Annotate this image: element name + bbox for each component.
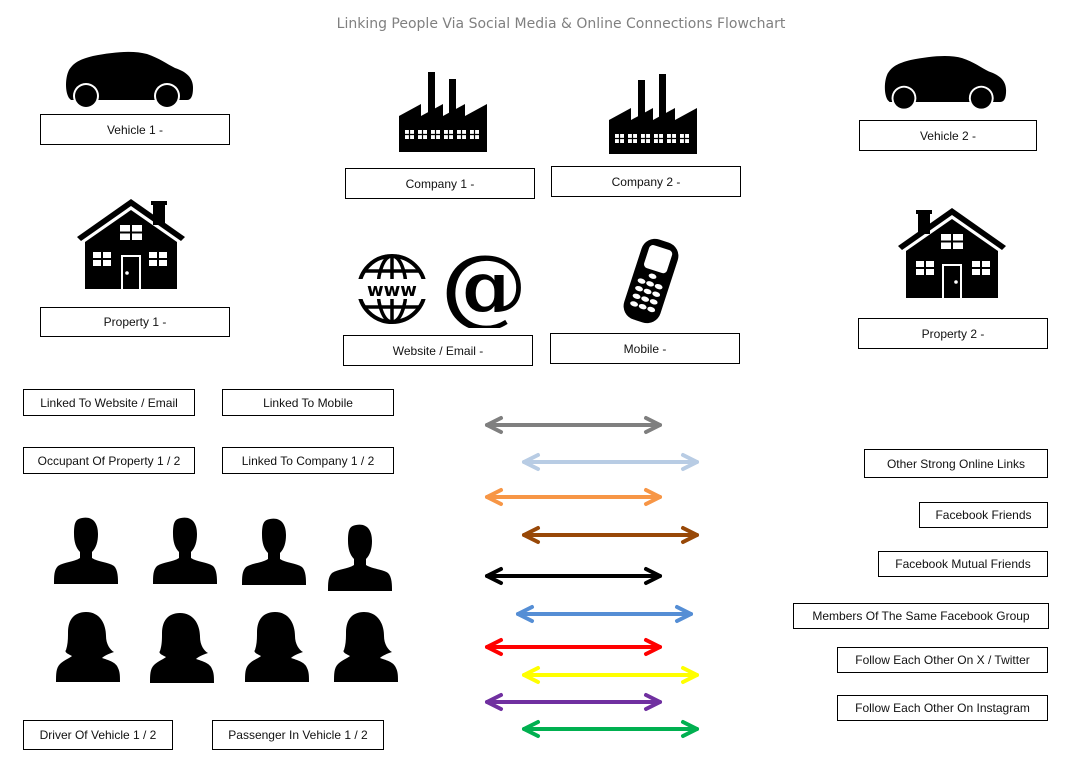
at-sign-icon: @ <box>446 248 522 328</box>
website-email-box[interactable]: Website / Email - <box>343 335 533 366</box>
link-arrow <box>522 666 699 684</box>
legend-other-strong-online-links: Other Strong Online Links <box>864 449 1048 478</box>
female-person-icon <box>245 612 309 682</box>
male-person-icon <box>54 517 118 584</box>
male-person-icon <box>242 518 306 585</box>
car-icon <box>63 48 195 108</box>
legend-same-facebook-group: Members Of The Same Facebook Group <box>793 603 1049 629</box>
mobile-box[interactable]: Mobile - <box>550 333 740 364</box>
svg-text:www: www <box>367 280 417 301</box>
legend-facebook-friends: Facebook Friends <box>919 502 1048 528</box>
driver-vehicle-label: Driver Of Vehicle 1 / 2 <box>23 720 173 750</box>
female-person-icon <box>56 612 120 682</box>
diagram-title: Linking People Via Social Media & Online… <box>336 16 786 32</box>
female-person-icon <box>150 613 214 683</box>
legend-x-twitter: Follow Each Other On X / Twitter <box>837 647 1048 673</box>
link-arrow <box>522 720 699 738</box>
property-2-box[interactable]: Property 2 - <box>858 318 1048 349</box>
mobile-phone-icon <box>614 236 688 326</box>
factory-icon <box>609 74 698 154</box>
company-1-box[interactable]: Company 1 - <box>345 168 535 199</box>
vehicle-2-box[interactable]: Vehicle 2 - <box>859 120 1037 151</box>
globe-www-icon: www <box>356 253 428 325</box>
linked-website-email-label: Linked To Website / Email <box>23 389 195 416</box>
link-arrow <box>522 526 699 544</box>
male-person-icon <box>153 517 217 584</box>
car-icon <box>882 52 1008 110</box>
male-person-icon <box>328 524 392 591</box>
house-icon <box>897 208 1007 300</box>
svg-text:@: @ <box>446 248 522 328</box>
occupant-property-label: Occupant Of Property 1 / 2 <box>23 447 195 474</box>
female-person-icon <box>334 612 398 682</box>
link-arrow <box>485 567 662 585</box>
house-icon <box>77 199 185 291</box>
vehicle-1-box[interactable]: Vehicle 1 - <box>40 114 230 145</box>
company-2-box[interactable]: Company 2 - <box>551 166 741 197</box>
link-arrow <box>516 605 693 623</box>
factory-icon <box>399 72 488 152</box>
linked-company-label: Linked To Company 1 / 2 <box>222 447 394 474</box>
link-arrow <box>485 638 662 656</box>
link-arrow <box>485 488 662 506</box>
property-1-box[interactable]: Property 1 - <box>40 307 230 337</box>
link-arrow <box>522 453 699 471</box>
link-arrow <box>485 416 662 434</box>
link-arrow <box>485 693 662 711</box>
passenger-vehicle-label: Passenger In Vehicle 1 / 2 <box>212 720 384 750</box>
legend-instagram: Follow Each Other On Instagram <box>837 695 1048 721</box>
linked-mobile-label: Linked To Mobile <box>222 389 394 416</box>
legend-facebook-mutual-friends: Facebook Mutual Friends <box>878 551 1048 577</box>
